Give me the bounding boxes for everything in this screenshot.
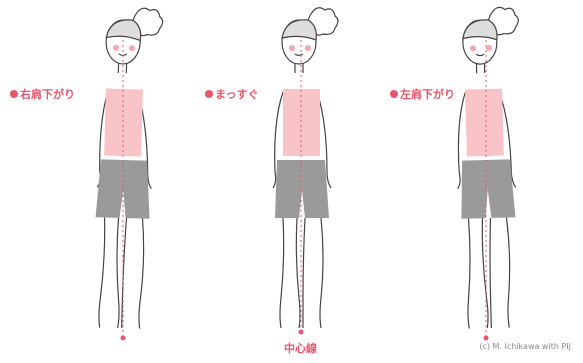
figure-straight <box>272 7 339 335</box>
bullet-dot-icon <box>10 90 18 98</box>
label-left-shoulder-down: 左肩下がり <box>390 86 455 102</box>
label-right-shoulder-down: 右肩下がり <box>10 86 75 102</box>
label-center-line: 中心線 <box>284 340 317 356</box>
label-text: まっすぐ <box>215 88 259 101</box>
label-straight: まっすぐ <box>205 86 259 102</box>
label-text: 右肩下がり <box>20 88 75 101</box>
figure-right-shoulder-down <box>95 7 164 341</box>
label-text: 左肩下がり <box>400 88 455 101</box>
bullet-dot-icon <box>205 90 213 98</box>
figure-left-shoulder-down <box>457 6 519 341</box>
bullet-dot-icon <box>390 90 398 98</box>
copyright-credit: (c) M. Ichikawa with PIJ <box>479 342 571 351</box>
label-text: 中心線 <box>284 342 317 355</box>
